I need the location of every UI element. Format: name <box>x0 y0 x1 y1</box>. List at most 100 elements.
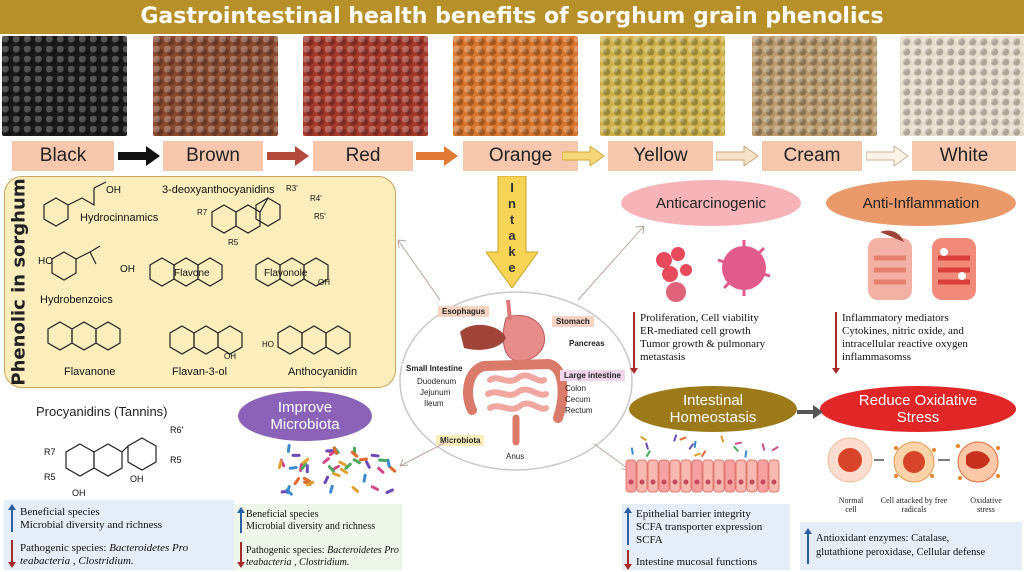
bacterium <box>300 462 307 471</box>
bacterium <box>351 485 360 493</box>
oxidative-effect-1: Antioxidant enzymes: Catalase, <box>816 533 950 544</box>
phenolic-structures <box>43 181 351 355</box>
arrow-up-icon <box>8 504 16 532</box>
anti-inflammation-effect-1: Inflammatory mediators <box>842 312 949 324</box>
epithelial-cell <box>757 459 769 493</box>
homeostasis-effect-4: Intestine mucosal functions <box>636 556 757 568</box>
procyanidins-r6p: R6' <box>170 425 184 435</box>
lumen-bacterium <box>673 434 678 442</box>
label-flavanone: Flavanone <box>64 366 116 378</box>
bacterium <box>301 457 310 465</box>
grain-image-white <box>900 36 1024 136</box>
label-pancreas: Pancreas <box>569 339 605 348</box>
intestinal-homeostasis-effects: Epithelial barrier integrity SCFA transp… <box>622 504 790 570</box>
procyanidins-r7: R7 <box>44 447 56 457</box>
bacterium <box>378 458 388 462</box>
bacterium <box>370 485 380 491</box>
left-pathogenic-2: teabacteria <box>20 555 71 567</box>
lumen-bacterium <box>693 440 697 448</box>
mid-pathogenic-1: Bacteroidetes Pro <box>327 545 399 556</box>
arrow-yellow-cream <box>716 146 759 166</box>
label-cream: Cream <box>762 141 862 171</box>
procyanidins-title: Procyanidins (Tannins) <box>36 404 168 419</box>
intake-letter: k <box>508 244 516 259</box>
bacterium <box>359 457 368 462</box>
grain-image-brown <box>153 36 278 136</box>
lumen-bacterium <box>693 452 702 457</box>
procyanidins-r5: R5 <box>44 472 56 482</box>
cell-nucleus <box>760 479 766 485</box>
label-deoxyanthocyanidins: 3-deoxyanthocyanidins <box>162 184 275 196</box>
microbiota-effects-left: Beneficial species Microbial diversity a… <box>4 500 234 570</box>
anti-inflammation-effects: Inflammatory mediators Cytokines, nitric… <box>832 310 1022 374</box>
label-stomach: Stomach <box>552 316 594 327</box>
procyanidins-structure <box>65 437 157 477</box>
bacterium <box>302 477 312 483</box>
arrow-homeostasis-oxidative <box>797 405 823 419</box>
label-flavonole: Flavonole <box>264 268 308 279</box>
arrow-orange-yellow <box>562 146 605 166</box>
atom-r3p: R3' <box>286 184 298 193</box>
bacterium <box>285 488 293 496</box>
bacterium <box>388 465 397 473</box>
lumen-bacterium <box>679 436 687 441</box>
arrow-down-icon <box>832 312 840 374</box>
atom-r5: R5 <box>228 238 239 247</box>
arrow-red-orange <box>416 146 458 166</box>
atom-oh-2: OH <box>120 264 135 275</box>
label-duodenum: Duodenum <box>417 377 457 386</box>
label-red: Red <box>313 141 413 171</box>
grain-image-red <box>303 36 428 136</box>
improve-microbiota-title-2: Microbiota <box>270 416 340 433</box>
anticarcinogenic-ellipse: Anticarcinogenic <box>621 180 801 226</box>
left-beneficial-2: Microbial diversity and richness <box>20 519 163 531</box>
cell-nucleus <box>694 479 700 485</box>
label-black: Black <box>12 141 114 171</box>
cell-nucleus <box>639 479 645 485</box>
lumen-bacterium <box>720 435 725 443</box>
cancer-cells-illustration <box>656 240 771 302</box>
epithelial-cell <box>658 459 670 493</box>
epithelial-cell <box>735 459 747 493</box>
epithelial-cell <box>768 459 780 493</box>
homeostasis-effect-3: SCFA <box>636 534 663 546</box>
lumen-bacterium <box>645 450 651 458</box>
oxidative-stress-title-1: Reduce Oxidative <box>858 392 978 409</box>
label-rectum: Rectum <box>565 406 593 415</box>
grain-image-black <box>2 36 127 136</box>
bacterium <box>339 467 349 475</box>
bacterium <box>385 488 394 495</box>
epithelial-cell <box>691 459 703 493</box>
arrow-up-icon <box>624 507 632 545</box>
arrow-down-icon <box>630 312 638 374</box>
label-small-intestine: Small Intestine <box>402 363 467 374</box>
improve-microbiota-title-1: Improve <box>277 399 333 416</box>
bacterium <box>362 473 367 483</box>
bacterium <box>386 458 391 468</box>
left-pathogenic-3: Clostridium. <box>78 555 134 567</box>
atom-oh-3: OH <box>318 278 330 287</box>
procyanidins-oh-1: OH <box>72 488 86 498</box>
label-hydrocinnamics: Hydrocinnamics <box>80 212 159 224</box>
lumen-bacterium <box>645 442 649 450</box>
label-jejunum: Jejunum <box>420 388 451 397</box>
bacterium <box>291 453 301 457</box>
anticarcinogenic-effect-2: ER-mediated cell growth <box>640 325 751 337</box>
homeostasis-effect-2: SCFA transporter expression <box>636 521 763 533</box>
intake-letter: e <box>508 260 516 275</box>
bacteria-illustration <box>277 443 397 496</box>
left-pathogenic-1: Bacteroidetes Pro <box>109 542 189 554</box>
page-title: Gastrointestinal health benefits of sorg… <box>0 0 1024 34</box>
inflamed-gut-illustration <box>868 230 976 300</box>
label-hydrobenzoics: Hydrobenzoics <box>40 294 113 306</box>
label-esophagus: Esophagus <box>438 306 490 317</box>
intake-letter: n <box>508 196 516 211</box>
oxidative-effect-2: glutathione peroxidase, Cellular defense <box>816 547 986 558</box>
label-flavan3ol: Flavan-3-ol <box>172 366 228 378</box>
lumen-bacterium <box>734 441 743 445</box>
anti-inflammation-effect-4: inflammasomss <box>842 351 912 363</box>
label-ileum: Ileum <box>424 399 444 408</box>
lumen-bacterium <box>761 443 766 451</box>
